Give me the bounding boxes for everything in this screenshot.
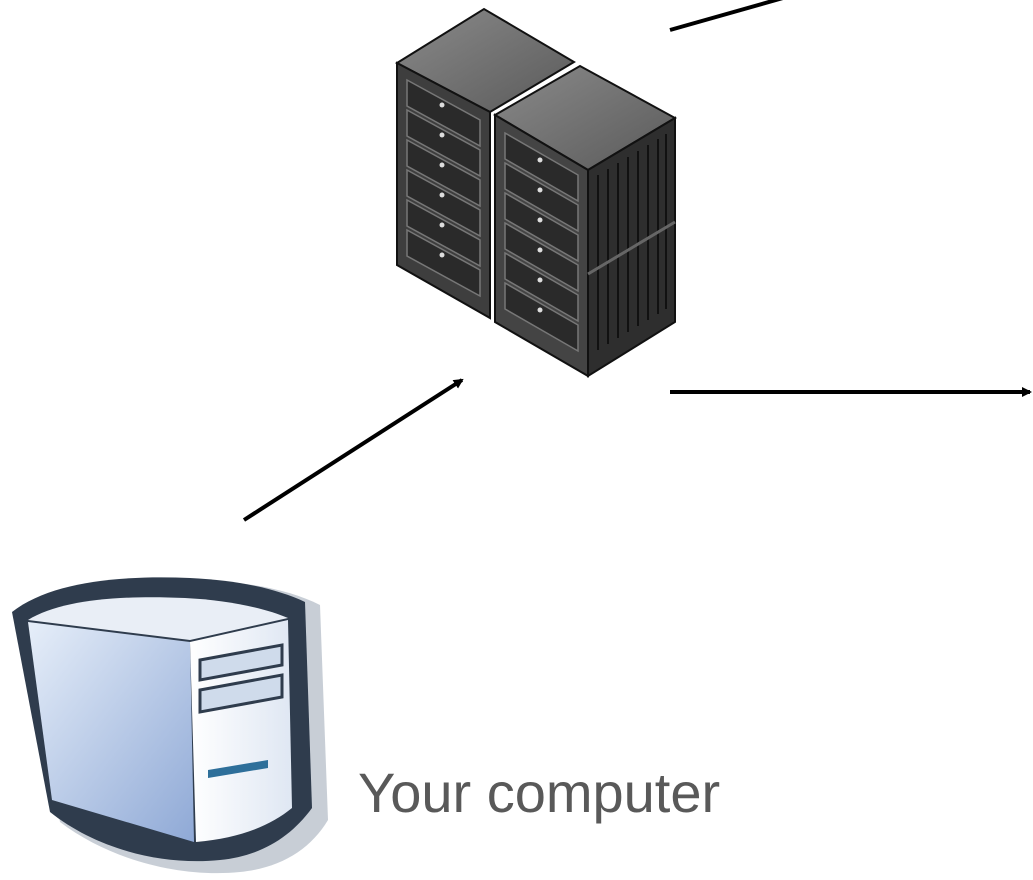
desktop-computer-icon <box>12 577 328 874</box>
arrow-to-top-right <box>669 0 784 32</box>
arrow-computer-to-server <box>242 378 464 522</box>
computer-label: Your computer <box>358 761 720 824</box>
server-rack-icon <box>394 7 678 378</box>
